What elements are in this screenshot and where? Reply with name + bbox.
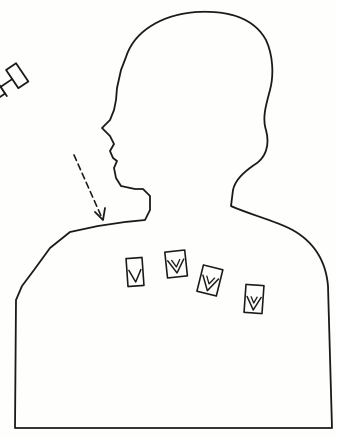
drawing-canvas (0, 0, 337, 437)
paper-background (0, 0, 337, 437)
illustration (0, 0, 337, 437)
